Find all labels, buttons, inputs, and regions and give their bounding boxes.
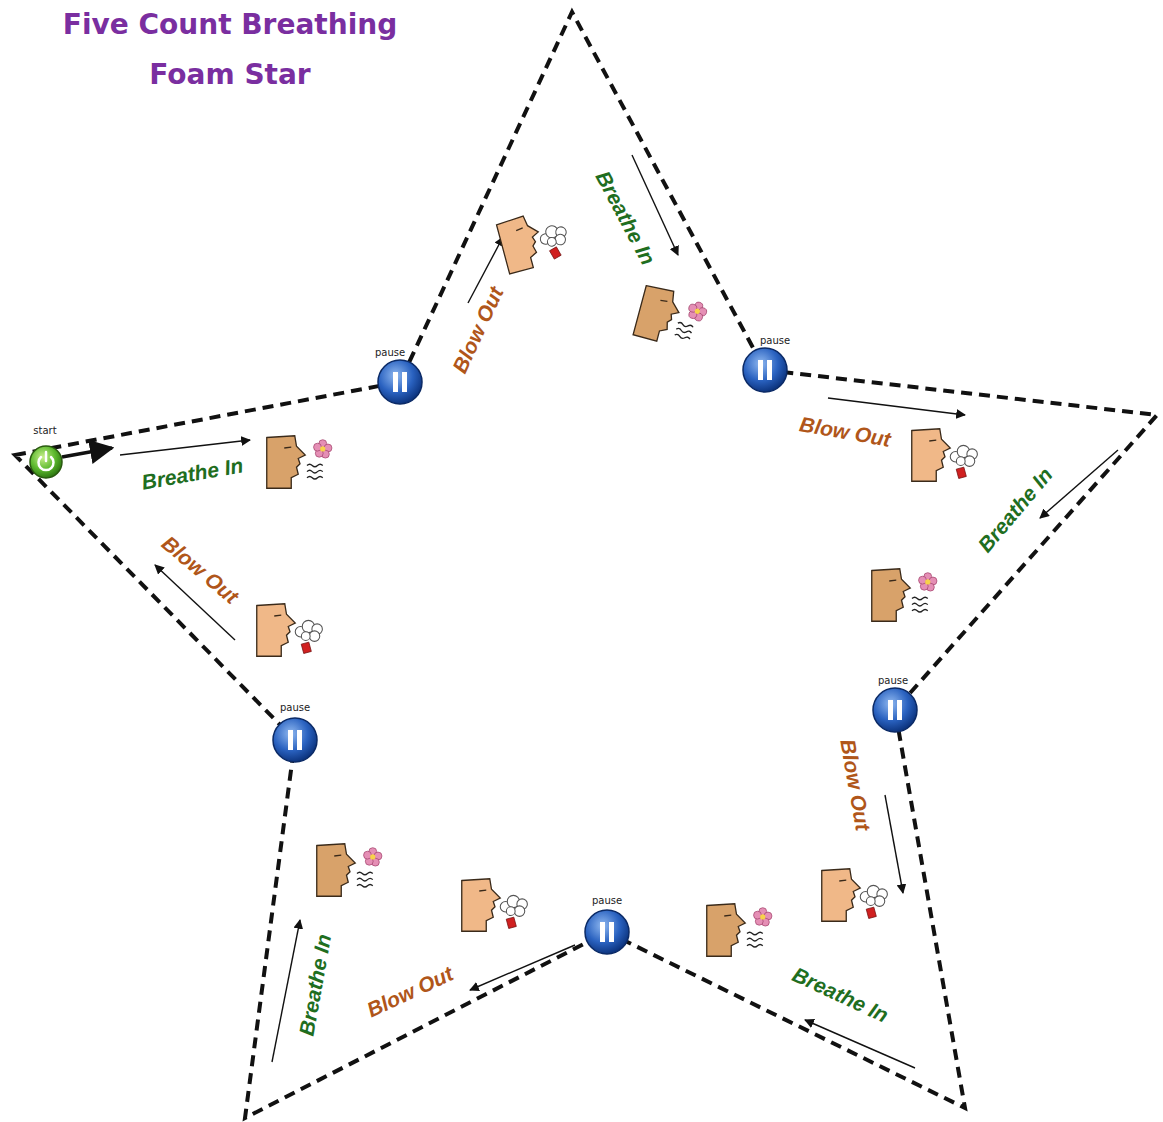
blow-out-label: Blow Out xyxy=(448,283,509,377)
blow-out-label: Blow Out xyxy=(835,738,875,833)
direction-arrow xyxy=(272,920,300,1062)
exhale-face xyxy=(496,206,573,274)
pause-icons xyxy=(273,348,917,954)
title: Five Count Breathing Foam Star xyxy=(30,0,430,100)
pause-icon xyxy=(273,718,317,762)
direction-arrow xyxy=(885,795,903,893)
star-outline xyxy=(15,12,1157,1118)
inhale-face xyxy=(317,844,382,897)
blow-out-label: Blow Out xyxy=(363,962,457,1023)
inhale-face xyxy=(633,284,710,352)
icon-caption: pause xyxy=(760,335,790,346)
exhale-face xyxy=(257,604,323,657)
direction-arrow xyxy=(62,448,112,457)
breathe-in-label: Breathe In xyxy=(788,962,891,1027)
breathing-faces xyxy=(257,206,978,956)
direction-arrow xyxy=(470,945,575,990)
pause-icon xyxy=(378,360,422,404)
start-icon xyxy=(30,446,62,478)
breathe-in-label: Breathe In xyxy=(973,463,1057,557)
icon-caption: pause xyxy=(592,895,622,906)
breathe-in-label: Breathe In xyxy=(294,932,335,1037)
exhale-face xyxy=(462,879,528,932)
pause-icon xyxy=(743,348,787,392)
icon-caption: pause xyxy=(375,347,405,358)
inhale-face xyxy=(872,569,937,622)
exhale-face xyxy=(912,429,978,482)
blow-out-label: Blow Out xyxy=(157,531,243,609)
direction-arrow xyxy=(828,398,965,415)
icon-caption: start xyxy=(33,425,56,436)
direction-arrow xyxy=(120,440,250,455)
breathe-in-label: Breathe In xyxy=(590,167,659,269)
exhale-face xyxy=(822,869,888,922)
icon-caption: pause xyxy=(878,675,908,686)
blow-out-label: Blow Out xyxy=(798,412,893,452)
pause-icon xyxy=(873,688,917,732)
direction-arrows xyxy=(62,155,1118,1068)
breathe-in-label: Breathe In xyxy=(139,453,244,494)
inhale-face xyxy=(267,436,332,489)
direction-arrow xyxy=(805,1020,915,1068)
pause-icon xyxy=(585,910,629,954)
icon-caption: pause xyxy=(280,702,310,713)
start-button xyxy=(30,446,62,478)
power-symbol xyxy=(45,452,48,461)
inhale-face xyxy=(707,904,772,957)
